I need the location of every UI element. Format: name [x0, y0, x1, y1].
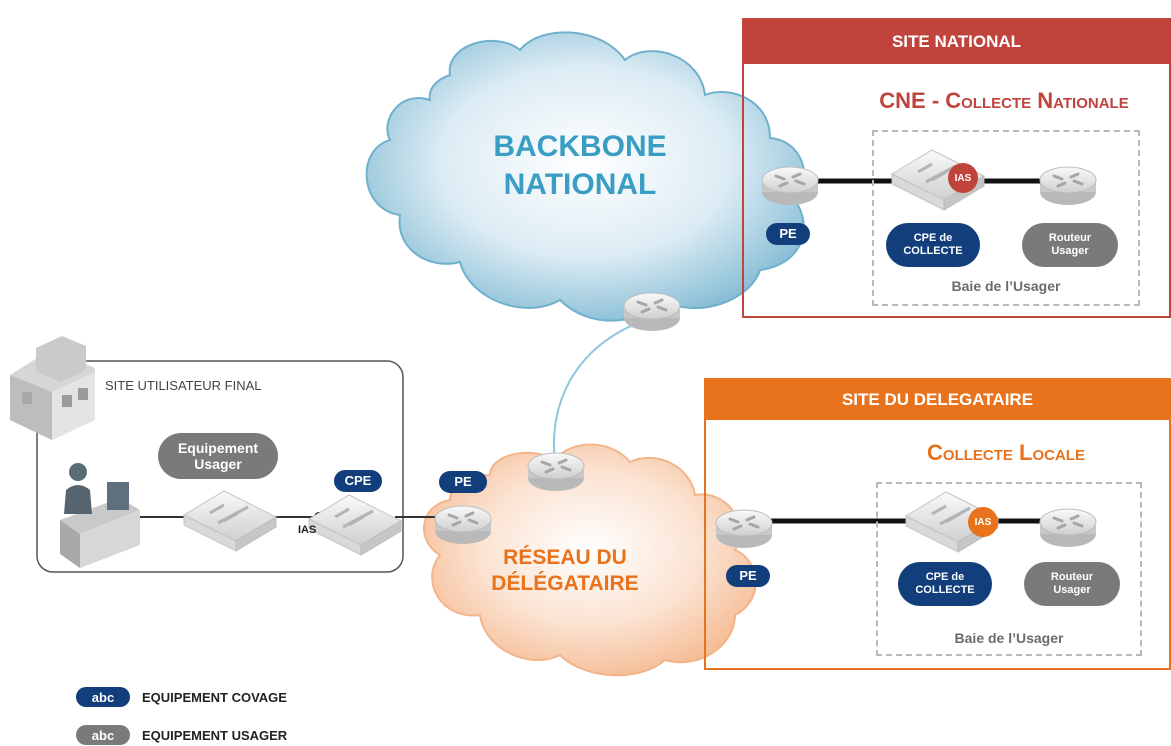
pe-delegataire-pill: PE — [726, 565, 770, 587]
legend-covage-label: EQUIPEMENT COVAGE — [142, 689, 287, 705]
site-user-box — [36, 360, 404, 573]
cpe-collecte-delegataire-pill: CPE de COLLECTE — [898, 562, 992, 606]
site-national-header: SITE NATIONAL — [744, 20, 1169, 64]
ias-user-label: IAS — [298, 524, 317, 536]
router-reseau — [526, 451, 586, 493]
site-delegataire-box: SITE DU DELEGATAIRE Collecte Locale Baie… — [704, 378, 1171, 670]
baie-label: Baie de l’Usager — [954, 630, 1064, 646]
router-pe-user — [433, 504, 493, 546]
cpe-user-pill: CPE — [334, 470, 382, 492]
building-icon — [10, 336, 95, 440]
baie-usager-delegataire: Baie de l’Usager — [876, 482, 1142, 656]
backbone-label: BACKBONE NATIONAL — [460, 128, 700, 203]
site-delegataire-title: Collecte Locale — [927, 440, 1085, 465]
reseau-line1: RÉSEAU DU — [503, 546, 627, 569]
pe-national-pill: PE — [766, 223, 810, 245]
reseau-line2: DÉLÉGATAIRE — [491, 572, 639, 596]
backbone-cloud — [365, 31, 805, 322]
cpe-collecte-national-pill: CPE de COLLECTE — [886, 223, 980, 267]
site-user-title: SITE UTILISATEUR FINAL — [105, 378, 262, 393]
equipement-usager-pill: Equipement Usager — [158, 433, 278, 479]
reseau-label: RÉSEAU DU DÉLÉGATAIRE — [470, 545, 660, 598]
legend-usager-swatch: abc — [76, 725, 130, 745]
router-backbone — [622, 291, 682, 333]
site-national-title: CNE - Collecte Nationale — [879, 88, 1129, 113]
pe-user-pill: PE — [439, 471, 487, 493]
ias-badge-national: IAS — [948, 163, 978, 193]
legend-covage: abc EQUIPEMENT COVAGE — [76, 687, 287, 707]
switch-cpe-user — [307, 493, 403, 557]
legend-covage-swatch: abc — [76, 687, 130, 707]
backbone-line1: BACKBONE — [493, 130, 667, 163]
site-delegataire-header: SITE DU DELEGATAIRE — [706, 380, 1169, 420]
baie-label: Baie de l’Usager — [951, 278, 1061, 294]
site-national-box: SITE NATIONAL CNE - Collecte Nationale B… — [742, 18, 1171, 318]
ias-badge-delegataire: IAS — [968, 507, 998, 537]
legend-usager: abc EQUIPEMENT USAGER — [76, 725, 287, 745]
link-reseau-backbone — [553, 317, 653, 469]
backbone-line2: NATIONAL — [503, 167, 657, 201]
routeur-usager-delegataire-pill: Routeur Usager — [1024, 562, 1120, 606]
routeur-usager-national-pill: Routeur Usager — [1022, 223, 1118, 267]
baie-usager-national: Baie de l’Usager — [872, 130, 1140, 306]
switch-equipement-usager — [182, 489, 278, 553]
user-workstation-icon — [60, 463, 140, 568]
legend-usager-label: EQUIPEMENT USAGER — [142, 727, 288, 743]
